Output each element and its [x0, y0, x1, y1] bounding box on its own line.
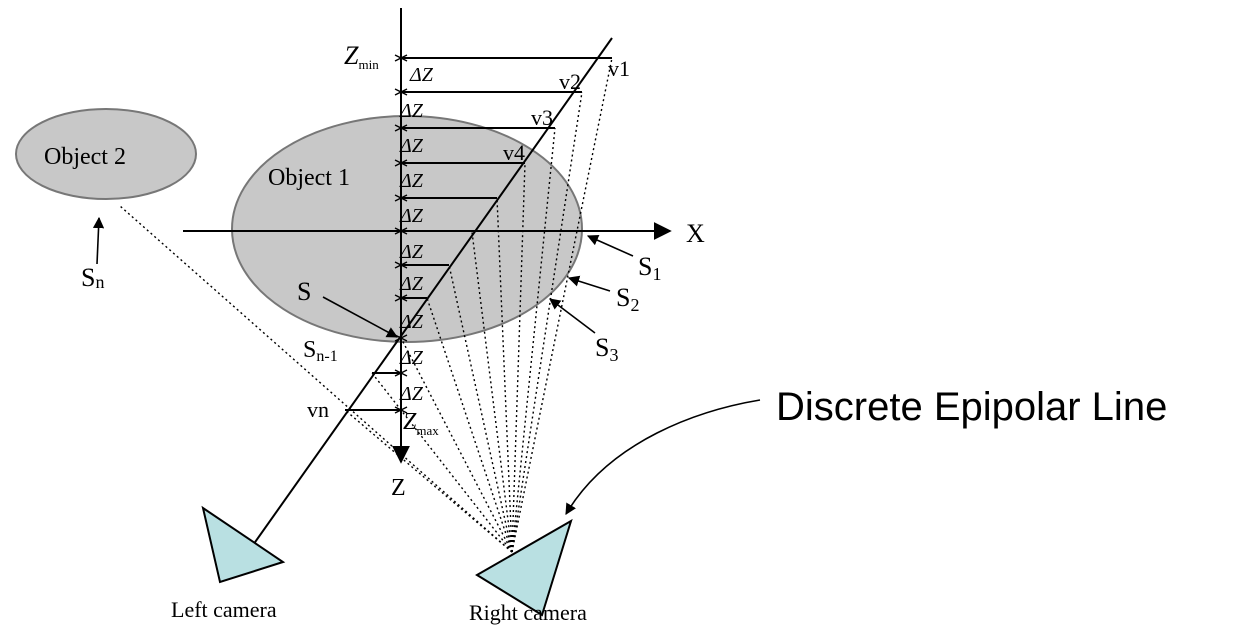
v1-label: v1 [608, 56, 630, 81]
left-camera-label: Left camera [171, 597, 277, 622]
v4-label: v4 [503, 140, 525, 165]
object-1 [231, 115, 583, 343]
s1-arrow [586, 234, 634, 257]
s-label: S [297, 277, 311, 306]
left-camera-shape [201, 505, 286, 584]
z-min-label: Zmin [344, 41, 379, 72]
v2-label: v2 [559, 69, 581, 94]
right-camera-label: Right camera [469, 600, 587, 625]
sn-label: Sn [81, 263, 104, 292]
s-arrow [322, 296, 398, 338]
discrete-epipolar-line-label: Discrete Epipolar Line [776, 385, 1167, 429]
depth-segments [345, 57, 612, 411]
object-2-label: Object 2 [44, 144, 126, 170]
epipolar-line [252, 37, 613, 546]
s3-label: S3 [595, 333, 618, 365]
z-ticks [394, 54, 408, 414]
object-2 [15, 108, 197, 200]
delta-z-labels: ΔZ ΔZ ΔZ ΔZ ΔZ ΔZ ΔZ ΔZ ΔZ ΔZ [399, 64, 434, 405]
svg-text:ΔZ: ΔZ [399, 311, 424, 333]
svg-text:ΔZ: ΔZ [399, 100, 424, 122]
projection-rays [119, 57, 613, 553]
svg-text:ΔZ: ΔZ [399, 241, 424, 263]
svg-text:ΔZ: ΔZ [399, 205, 424, 227]
svg-text:ΔZ: ΔZ [399, 135, 424, 157]
sn-1-label: Sn-1 [303, 337, 338, 365]
right-camera-shape [475, 518, 573, 617]
svg-text:ΔZ: ΔZ [399, 347, 424, 369]
z-max-label: Zmax [403, 409, 439, 438]
s1-label: S1 [638, 252, 661, 284]
svg-text:ΔZ: ΔZ [399, 273, 424, 295]
svg-text:ΔZ: ΔZ [409, 64, 434, 86]
svg-text:ΔZ: ΔZ [399, 383, 424, 405]
sn-arrow [92, 216, 105, 265]
discrete-epipolar-arrow [565, 399, 761, 515]
s2-arrow [567, 275, 611, 292]
svg-text:ΔZ: ΔZ [399, 170, 424, 192]
v3-label: v3 [531, 105, 553, 130]
object-1-label: Object 1 [268, 165, 350, 191]
z-axis-label: Z [391, 475, 406, 501]
s2-label: S2 [616, 283, 639, 315]
vn-label: vn [307, 397, 329, 422]
x-axis-label: X [686, 219, 705, 248]
s3-arrow [549, 298, 596, 334]
